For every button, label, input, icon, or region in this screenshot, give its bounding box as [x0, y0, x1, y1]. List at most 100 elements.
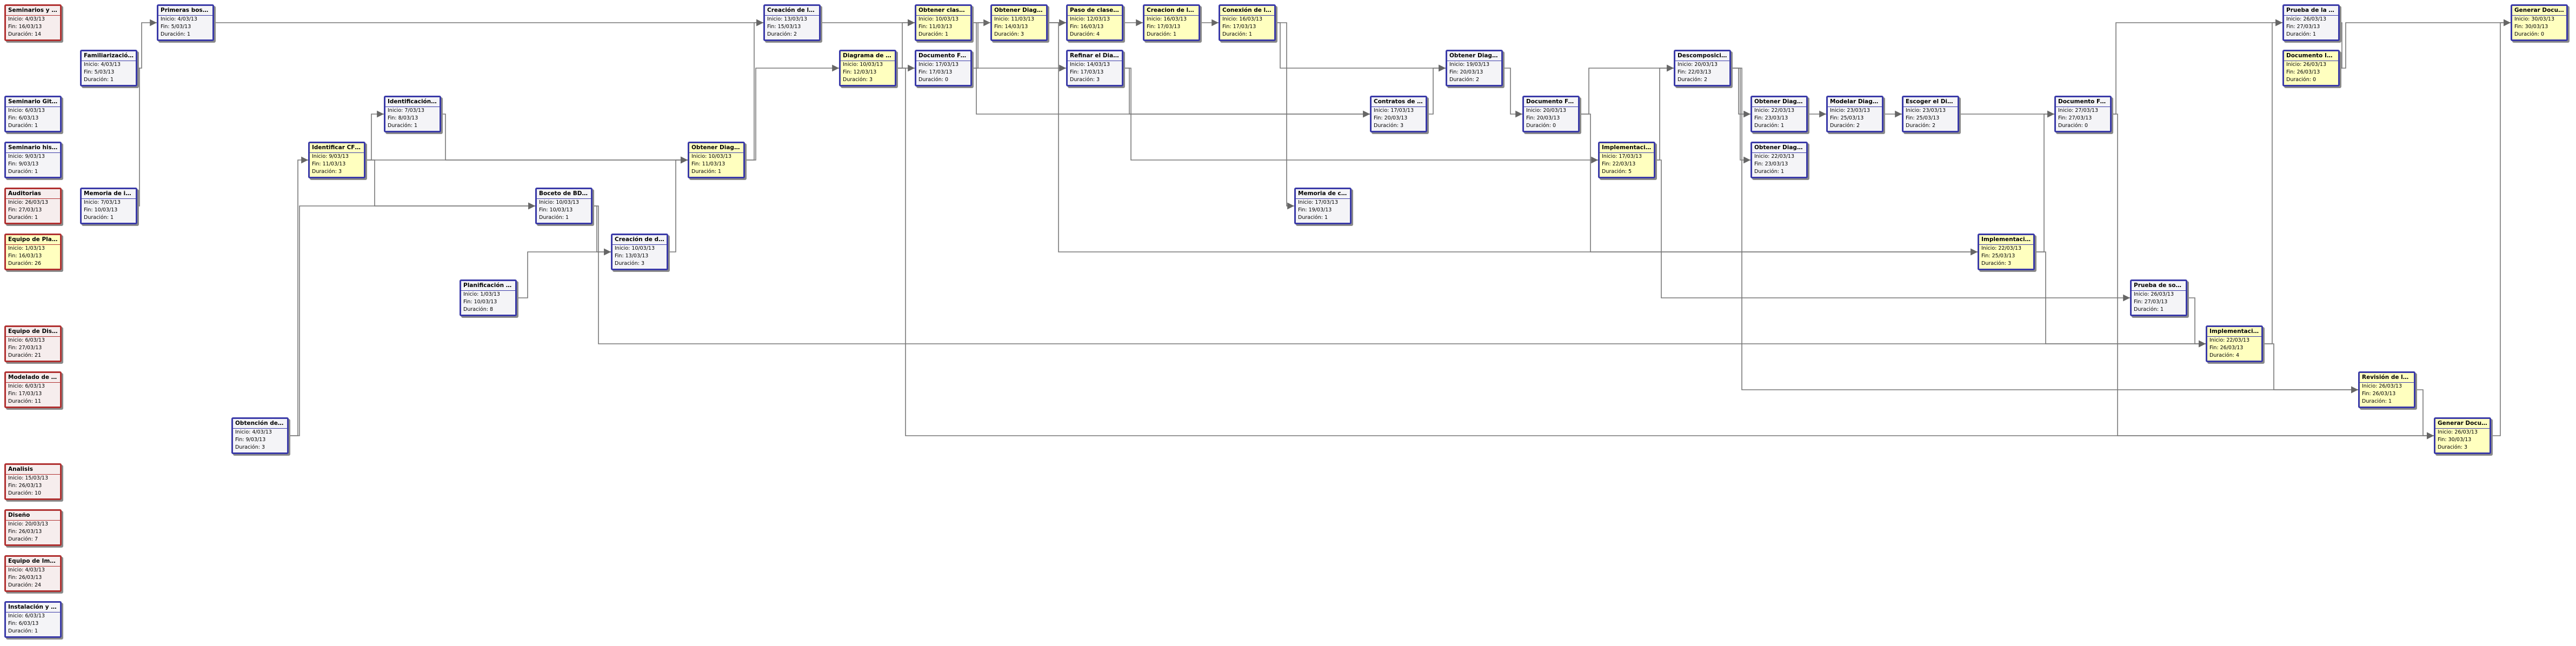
task-node[interactable]: Obtener Diagram...Inicio:22/03/13Fin:23/… — [1750, 142, 1808, 178]
task-node[interactable]: Identificación de ...Inicio:7/03/13Fin:8… — [384, 96, 441, 132]
task-node[interactable]: Obtención de req...Inicio:4/03/13Fin:9/0… — [231, 417, 289, 454]
task-start-value: 26/03/13 — [2303, 16, 2327, 22]
task-start-row: Inicio:6/03/13 — [6, 383, 60, 390]
task-node[interactable]: Obtener Diagram...Inicio:11/03/13Fin:14/… — [990, 4, 1048, 41]
task-start-row: Inicio:22/03/13 — [1752, 107, 1806, 115]
task-start-label: Inicio: — [1070, 62, 1086, 68]
task-name: Instalación y con... — [6, 603, 60, 612]
task-node[interactable]: Diagrama de Sec...Inicio:10/03/13Fin:12/… — [839, 50, 896, 86]
task-start-row: Inicio:30/03/13 — [2512, 16, 2566, 23]
task-node[interactable]: Escoger el Diagra...Inicio:23/03/13Fin:2… — [1902, 96, 1959, 132]
task-node[interactable]: Seminario histori...Inicio:9/03/13Fin:9/… — [4, 142, 62, 178]
task-end-label: Fin: — [1830, 115, 1839, 121]
task-duration-value: 14 — [34, 31, 42, 37]
task-start-label: Inicio: — [8, 154, 24, 159]
task-end-label: Fin: — [1754, 161, 1763, 167]
task-duration-label: Duración: — [84, 215, 109, 221]
task-end-value: 20/03/13 — [1460, 69, 1483, 75]
task-node[interactable]: Modelar Diagram...Inicio:23/03/13Fin:25/… — [1826, 96, 1883, 132]
task-node[interactable]: Implementacion ...Inicio:22/03/13Fin:26/… — [2206, 325, 2263, 362]
task-name: Diagrama de Sec... — [841, 51, 895, 61]
task-node[interactable]: Obtener Diagram...Inicio:19/03/13Fin:20/… — [1446, 50, 1503, 86]
task-node[interactable]: Modelado de req...Inicio:6/03/13Fin:17/0… — [4, 371, 62, 408]
task-end-row: Fin:17/03/13 — [1068, 69, 1122, 76]
task-end-label: Fin: — [8, 115, 17, 121]
task-end-value: 12/03/13 — [853, 69, 877, 75]
task-duration-row: Duración:1 — [6, 122, 60, 130]
task-node[interactable]: Primeras bosquej...Inicio:4/03/13Fin:5/0… — [157, 4, 214, 41]
task-start-label: Inicio: — [8, 108, 24, 114]
task-end-row: Fin:25/03/13 — [1828, 115, 1882, 122]
task-node[interactable]: Equipo de Implem...Inicio:4/03/13Fin:26/… — [4, 555, 62, 592]
task-node[interactable]: Descomposición...Inicio:20/03/13Fin:22/0… — [1674, 50, 1731, 86]
task-node[interactable]: Paso de clases a...Inicio:12/03/13Fin:16… — [1066, 4, 1123, 41]
task-node[interactable]: Equipo de Planifi...Inicio:1/03/13Fin:16… — [4, 234, 62, 270]
task-node[interactable]: Obtener Diagram...Inicio:22/03/13Fin:23/… — [1750, 96, 1808, 132]
task-name: Modelado de req... — [6, 373, 60, 383]
task-duration-row: Duración:2 — [1675, 76, 1729, 84]
task-node[interactable]: Boceto de BD de...Inicio:10/03/13Fin:10/… — [535, 188, 593, 224]
task-start-value: 26/03/13 — [25, 199, 49, 205]
task-duration-label: Duración: — [463, 307, 488, 312]
task-node[interactable]: Documento Fase...Inicio:27/03/13Fin:27/0… — [2054, 96, 2112, 132]
task-start-label: Inicio: — [463, 291, 479, 297]
task-node[interactable]: Obtener Diagram...Inicio:10/03/13Fin:11/… — [688, 142, 745, 178]
task-duration-value: 26 — [34, 261, 42, 267]
task-node[interactable]: Planificación de r...Inicio:1/03/13Fin:1… — [460, 279, 517, 316]
task-node[interactable]: Seminarios y apr...Inicio:4/03/13Fin:16/… — [4, 4, 62, 41]
task-end-row: Fin:23/03/13 — [1752, 161, 1806, 168]
dependency-arrow — [365, 110, 384, 161]
task-node[interactable]: Familiarización d...Inicio:4/03/13Fin:5/… — [80, 50, 137, 86]
task-node[interactable]: Implementacion ...Inicio:17/03/13Fin:22/… — [1598, 142, 1655, 178]
task-node[interactable]: Creación de diag...Inicio:10/03/13Fin:13… — [611, 234, 668, 270]
task-end-label: Fin: — [84, 207, 93, 213]
task-node[interactable]: Conexión de la b...Inicio:16/03/13Fin:17… — [1219, 4, 1276, 41]
task-start-row: Inicio:17/03/13 — [916, 61, 970, 69]
task-end-label: Fin: — [1526, 115, 1535, 121]
task-start-row: Inicio:22/03/13 — [1752, 153, 1806, 161]
task-duration-label: Duración: — [1222, 31, 1247, 37]
task-node[interactable]: Obtener clases, ...Inicio:10/03/13Fin:11… — [915, 4, 972, 41]
task-start-label: Inicio: — [843, 62, 858, 68]
task-start-row: Inicio:10/03/13 — [537, 199, 591, 207]
task-node[interactable]: Documento Fase...Inicio:17/03/13Fin:17/0… — [915, 50, 972, 86]
task-node[interactable]: Contratos de ope...Inicio:17/03/13Fin:20… — [1370, 96, 1427, 132]
task-duration-value: 1 — [34, 169, 38, 175]
task-node[interactable]: Documento Imple...Inicio:26/03/13Fin:26/… — [2282, 50, 2340, 86]
task-end-row: Fin:27/03/13 — [6, 207, 60, 214]
task-node[interactable]: Creación de la re...Inicio:13/03/13Fin:1… — [763, 4, 821, 41]
task-node[interactable]: Documento Fase...Inicio:20/03/13Fin:20/0… — [1522, 96, 1580, 132]
task-end-label: Fin: — [1449, 69, 1459, 75]
task-duration-row: Duración:3 — [233, 444, 287, 451]
task-node[interactable]: Revisión de los d...Inicio:26/03/13Fin:2… — [2358, 371, 2415, 408]
task-start-row: Inicio:1/03/13 — [6, 245, 60, 252]
task-name: Implementacion ... — [2207, 327, 2261, 337]
task-start-label: Inicio: — [2134, 291, 2149, 297]
dependency-arrow — [2035, 110, 2054, 252]
task-start-label: Inicio: — [1147, 16, 1162, 22]
task-node[interactable]: Refinar el Diagram...Inicio:14/03/13Fin:… — [1066, 50, 1123, 86]
task-node[interactable]: Generar Docume...Inicio:26/03/13Fin:30/0… — [2434, 417, 2491, 454]
task-node[interactable]: Implementacion ...Inicio:22/03/13Fin:25/… — [1978, 234, 2035, 270]
task-start-label: Inicio: — [1830, 108, 1846, 114]
task-node[interactable]: Memoria de insta...Inicio:7/03/13Fin:10/… — [80, 188, 137, 224]
task-node[interactable]: Generar Docume...Inicio:30/03/13Fin:30/0… — [2511, 4, 2568, 41]
task-start-label: Inicio: — [1526, 108, 1542, 114]
task-name: Obtener clases, ... — [916, 6, 970, 16]
task-node[interactable]: Creacion de la ba...Inicio:16/03/13Fin:1… — [1143, 4, 1200, 41]
dependency-arrow — [137, 19, 157, 69]
task-duration-row: Duración:1 — [82, 76, 136, 84]
task-node[interactable]: Prueba de softw...Inicio:26/03/13Fin:27/… — [2130, 279, 2187, 316]
task-duration-value: 21 — [34, 352, 42, 358]
task-node[interactable]: Instalación y con...Inicio:6/03/13Fin:6/… — [4, 601, 62, 638]
task-start-value: 6/03/13 — [25, 337, 45, 343]
task-duration-row: Duración:3 — [1068, 76, 1122, 84]
task-node[interactable]: Memoria de cone...Inicio:17/03/13Fin:19/… — [1294, 188, 1352, 224]
